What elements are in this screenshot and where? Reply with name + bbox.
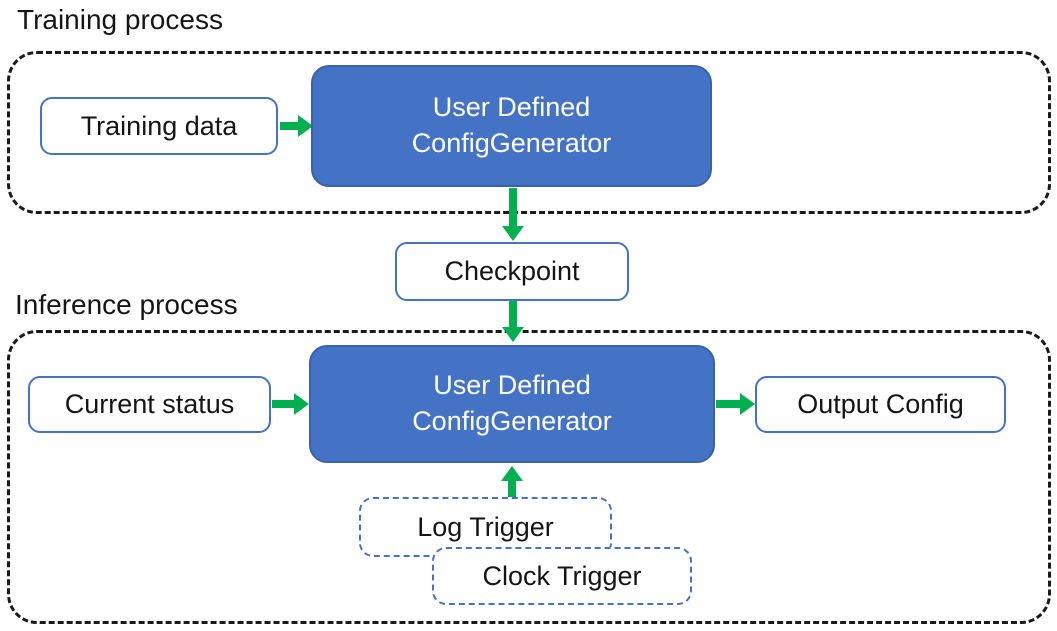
inference-process-label: Inference process	[15, 289, 238, 320]
arrow-current-status-to-generator	[272, 393, 309, 415]
arrow-triggers-to-generator	[501, 466, 523, 497]
arrow-shaft	[716, 400, 740, 408]
output-config-box: Output Config	[755, 376, 1006, 433]
arrow-generator-to-output-config	[716, 393, 755, 415]
arrow-right-head-icon	[298, 115, 313, 137]
training-data-label: Training data	[80, 110, 238, 141]
training-generator-line2: ConfigGenerator	[411, 128, 612, 158]
current-status-label: Current status	[64, 389, 235, 419]
output-config-label: Output Config	[797, 389, 964, 419]
arrow-right-head-icon	[294, 393, 309, 415]
arrow-generator-to-checkpoint	[502, 188, 524, 241]
arrow-shaft	[508, 481, 516, 497]
inference-config-generator-box: User Defined ConfigGenerator	[309, 345, 715, 463]
current-status-box: Current status	[28, 376, 271, 433]
training-generator-line1: User Defined	[432, 92, 591, 123]
training-config-generator-box: User Defined ConfigGenerator	[311, 65, 712, 187]
arrow-down-head-icon	[502, 327, 524, 342]
arrow-right-head-icon	[740, 393, 755, 415]
training-process-container	[7, 51, 1051, 214]
arrow-training-data-to-generator	[280, 115, 313, 137]
arrow-down-head-icon	[502, 226, 524, 241]
inference-generator-line1: User Defined	[433, 370, 591, 401]
arrow-shaft	[509, 188, 517, 226]
inference-generator-line2: ConfigGenerator	[412, 406, 612, 436]
training-data-box: Training data	[40, 97, 278, 155]
checkpoint-box: Checkpoint	[395, 242, 629, 301]
clock-trigger-box: Clock Trigger	[432, 547, 692, 605]
arrow-checkpoint-to-generator	[502, 301, 524, 342]
training-process-label: Training process	[17, 4, 223, 35]
clock-trigger-label: Clock Trigger	[482, 560, 642, 591]
inference-process-container	[7, 330, 1051, 624]
arrow-shaft	[272, 400, 294, 408]
arrow-shaft	[280, 122, 298, 130]
checkpoint-label: Checkpoint	[444, 256, 580, 286]
log-trigger-label: Log Trigger	[417, 511, 554, 542]
arrow-up-head-icon	[501, 466, 523, 481]
arrow-shaft	[509, 301, 517, 327]
